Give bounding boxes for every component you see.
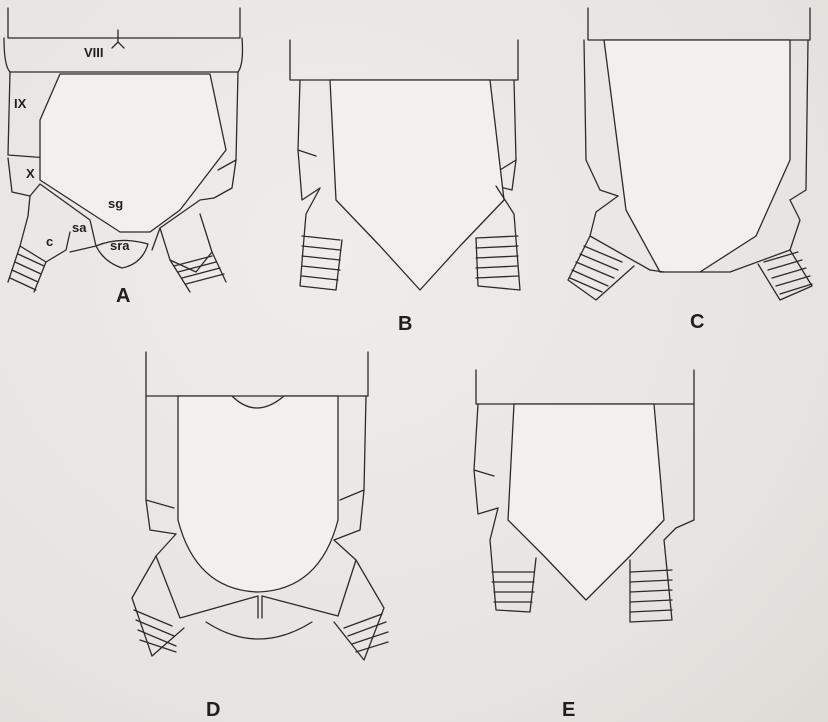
subgenital-plate-e [508, 404, 664, 600]
lateral-left-lower-e [474, 470, 498, 514]
lateral-left-lower-d [146, 500, 176, 534]
panel-d-drawing: D [132, 352, 388, 721]
cercus-left-c [568, 236, 634, 300]
cercus-left-rings-e [492, 572, 534, 602]
segment-viii-lower [4, 38, 243, 72]
cercus-left-d [132, 556, 184, 656]
subgenital-plate-d [178, 396, 338, 592]
segment-band-c [588, 8, 810, 40]
segment-viii-band [8, 8, 240, 38]
panel-letter-e: E [562, 699, 575, 721]
lateral-left-e [474, 404, 494, 476]
panel-letter-d: D [206, 699, 220, 721]
sra-plate-d [206, 622, 312, 639]
label-segment-ix: IX [14, 96, 27, 111]
cercus-right-rings-b [476, 236, 518, 278]
label-sg: sg [108, 196, 123, 211]
panel-letter-c: C [690, 311, 704, 333]
cercus-right-rings-e [630, 570, 672, 612]
subgenital-plate [40, 74, 226, 232]
midline-d [258, 596, 262, 618]
mid-mark-y [112, 30, 124, 48]
panel-e-drawing: E [474, 370, 694, 721]
segment-band-d [146, 352, 368, 396]
lateral-left-b [298, 80, 316, 156]
label-sra: sra [110, 238, 130, 253]
panel-b-drawing: B [290, 40, 520, 335]
lateral-right-d [340, 396, 366, 500]
panel-a-drawing: VIII IX X sg sa sra c A [4, 8, 243, 307]
label-c: c [46, 234, 53, 249]
segment-band-b [290, 40, 518, 80]
subgenital-plate-c [604, 40, 790, 272]
cercus-left-rings-b [302, 236, 340, 280]
lateral-right-b [500, 80, 516, 170]
cercus-left-rings-d [134, 610, 176, 652]
lateral-right-c [790, 40, 808, 200]
cercus-left-rings-c [570, 246, 622, 292]
lateral-left-lower-b [298, 150, 320, 200]
label-segment-x: X [26, 166, 35, 181]
lateral-left-d [146, 396, 174, 508]
segment-band-e [476, 370, 694, 404]
panel-letter-b: B [398, 313, 412, 335]
cercus-right-rings-d [344, 614, 388, 652]
panel-c-drawing: C [568, 8, 812, 333]
lateral-right-e [676, 404, 694, 528]
cercus-left-body [8, 246, 46, 292]
panel-letter-a: A [116, 285, 130, 307]
label-sa: sa [72, 220, 87, 235]
label-segment-viii: VIII [84, 45, 104, 60]
cercus-left-base [20, 196, 70, 262]
